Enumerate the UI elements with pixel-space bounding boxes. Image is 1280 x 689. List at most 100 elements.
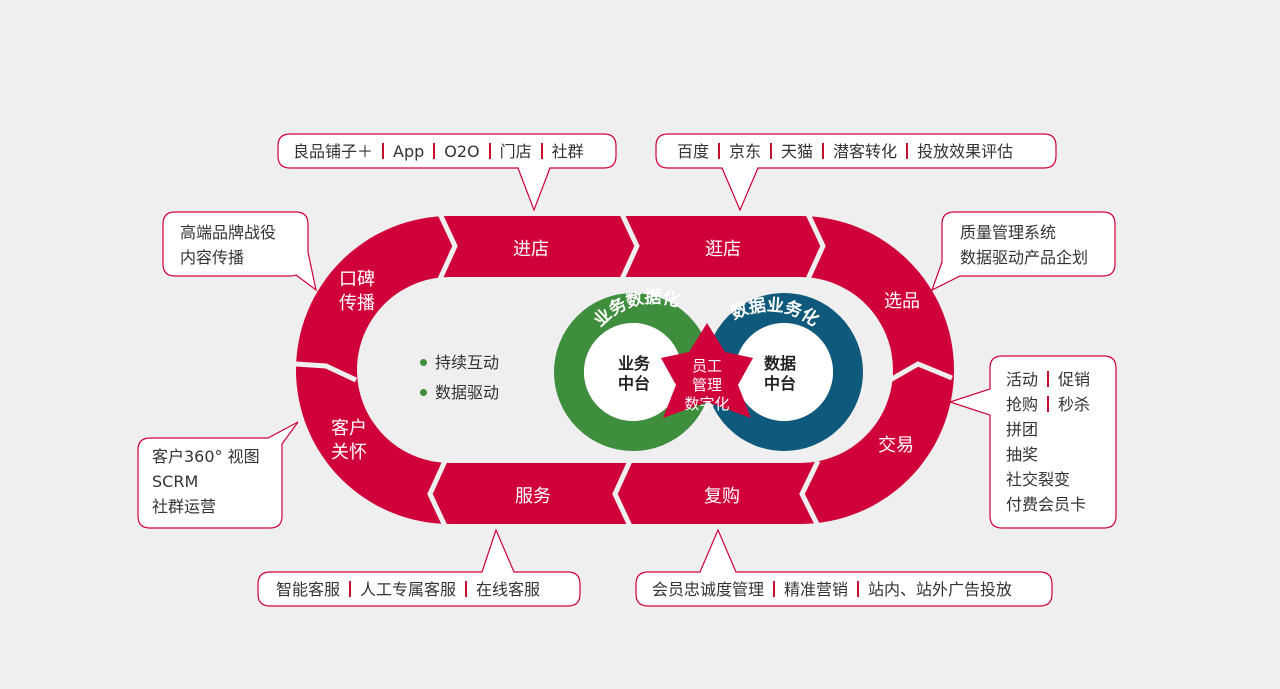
channel-item: 良品铺子＋ — [293, 142, 374, 161]
tactic-item: 活动 — [1006, 370, 1039, 389]
center-emblem: 业务数据化 数据业务化 业务 中台 数据 中台 员工 管理 数字化 — [554, 287, 863, 451]
star-line1: 员工 — [692, 357, 722, 375]
bullet-item-2: 数据驱动 — [420, 379, 499, 403]
separator — [540, 143, 543, 159]
bullet-dot — [420, 359, 427, 366]
bullet-label: 数据驱动 — [435, 383, 500, 402]
channel-item: O2O — [444, 142, 480, 161]
callout-top-left — [277, 133, 617, 212]
segment-jindian: 进店 — [513, 239, 549, 260]
service-item: 在线客服 — [476, 580, 541, 599]
separator — [906, 143, 909, 159]
star-line3: 数字化 — [684, 395, 729, 413]
separator — [382, 143, 385, 159]
separator — [718, 143, 721, 159]
callout-top-right-text: 百度京东天猫潜客转化投放效果评估 — [677, 139, 1013, 164]
callout-line: 社群运营 — [152, 497, 217, 516]
callout-line: 活动促销 — [1006, 367, 1090, 392]
separator-bottom-3 — [427, 459, 448, 528]
segment-guangdian: 逛店 — [705, 239, 741, 260]
callout-bubbles — [137, 133, 1117, 607]
blue-inner-line1: 数据 — [764, 354, 796, 373]
callout-right-lower — [948, 355, 1117, 529]
blue-ring-inner — [735, 323, 833, 421]
callout-bottom-left-text: 智能客服人工专属客服在线客服 — [276, 577, 540, 602]
callout-line: 质量管理系统 — [960, 223, 1057, 242]
callout-right-upper — [930, 211, 1116, 292]
tactic-item: 抢购 — [1006, 395, 1039, 414]
separator — [773, 581, 776, 597]
callout-line: 抢购秒杀 — [1006, 392, 1090, 417]
ring-track — [296, 216, 954, 524]
star-line2: 管理 — [692, 376, 722, 394]
separator — [349, 581, 352, 597]
segment-kehu-line2: 关怀 — [331, 442, 367, 463]
callout-line: 客户360° 视图 — [152, 447, 260, 466]
separator — [1047, 396, 1050, 412]
segment-jiaoyi: 交易 — [878, 435, 914, 456]
channel-item: 天猫 — [781, 142, 814, 161]
callout-left-lower-text: 客户360° 视图 SCRM 社群运营 — [152, 444, 260, 519]
repurchase-item: 站内、站外广告投放 — [868, 580, 1013, 599]
segment-koubei-line1: 口碑 — [339, 269, 375, 290]
callout-right-upper-text: 质量管理系统 数据驱动产品企划 — [960, 220, 1088, 270]
repurchase-item: 会员忠诚度管理 — [652, 580, 765, 599]
segment-fuwu: 服务 — [515, 486, 551, 507]
separator-top-3 — [805, 212, 826, 281]
green-ring-inner — [584, 323, 682, 421]
callout-line: 内容传播 — [180, 248, 245, 267]
separator — [1047, 371, 1050, 387]
separator — [488, 143, 491, 159]
separator — [822, 143, 825, 159]
separator-left — [295, 361, 358, 383]
callout-left-upper — [162, 211, 317, 292]
service-item: 人工专属客服 — [360, 580, 457, 599]
channel-item: 京东 — [729, 142, 762, 161]
separator-top-2 — [619, 212, 640, 281]
callout-line: 数据驱动产品企划 — [960, 248, 1089, 267]
process-ring: 进店 逛店 选品 交易 复购 服务 客户 关怀 口碑 传播 — [295, 212, 954, 528]
segment-koubei-line2: 传播 — [339, 293, 375, 314]
callout-bottom-left — [257, 528, 581, 607]
segment-kehu-line1: 客户 — [331, 418, 367, 439]
ring-separators — [295, 212, 953, 528]
channel-item: 百度 — [677, 142, 710, 161]
segment-fugou: 复购 — [704, 486, 740, 507]
callout-right-lower-text: 活动促销 抢购秒杀 拼团 抽奖 社交裂变 付费会员卡 — [1006, 367, 1090, 517]
callout-bottom-right-text: 会员忠诚度管理精准营销站内、站外广告投放 — [652, 577, 1012, 602]
callout-left-lower — [137, 421, 299, 529]
segment-xuanpin: 选品 — [884, 291, 920, 312]
separator-top-1 — [437, 212, 458, 281]
tactic-item: 秒杀 — [1058, 395, 1091, 414]
service-item: 智能客服 — [276, 580, 341, 599]
channel-item: App — [393, 142, 425, 161]
bullet-label: 持续互动 — [435, 353, 500, 372]
channel-item: 门店 — [499, 142, 532, 161]
green-inner-line2: 中台 — [618, 374, 650, 393]
star-icon — [661, 323, 753, 418]
separator — [857, 581, 860, 597]
callout-line: 抽奖 — [1006, 445, 1039, 464]
separator-right — [888, 361, 953, 383]
blue-inner-line2: 中台 — [764, 374, 796, 393]
separator-bottom-1 — [799, 459, 821, 528]
separator — [465, 581, 468, 597]
separator — [770, 143, 773, 159]
callout-line: 高端品牌战役 — [180, 223, 277, 242]
callout-line: SCRM — [152, 472, 199, 491]
callout-line: 拼团 — [1006, 420, 1039, 439]
repurchase-item: 精准营销 — [784, 580, 849, 599]
callout-line: 社交裂变 — [1006, 470, 1071, 489]
green-inner-line1: 业务 — [618, 354, 651, 373]
separator-bottom-2 — [612, 459, 633, 528]
separator — [433, 143, 436, 159]
callout-left-upper-text: 高端品牌战役 内容传播 — [180, 220, 276, 270]
channel-item: 投放效果评估 — [917, 142, 1014, 161]
bullet-dot — [420, 389, 427, 396]
bullet-item-1: 持续互动 — [420, 349, 499, 373]
callout-top-right — [655, 133, 1057, 212]
callout-bottom-right — [635, 528, 1053, 607]
